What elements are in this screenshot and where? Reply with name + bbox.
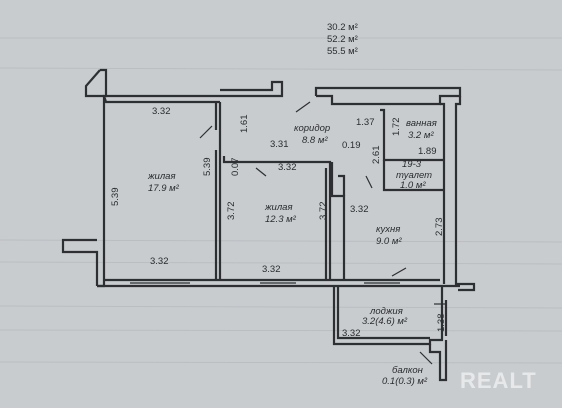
dim-label: 3.32 xyxy=(278,162,297,173)
dim-label: 3.32 xyxy=(342,328,361,339)
dim-label: 3.32 xyxy=(350,204,369,215)
dim-label: 5.39 xyxy=(202,158,213,177)
room-bathroom-name: ванная xyxy=(406,118,437,129)
total-area-1: 30.2 м² xyxy=(327,22,358,33)
total-area-2: 52.2 м² xyxy=(327,34,358,45)
room-living1-name: жилая xyxy=(147,171,176,182)
walls xyxy=(61,68,476,382)
room-corridor-area: 8.8 м² xyxy=(302,135,328,146)
room-kitchen-name: кухня xyxy=(376,224,400,235)
room-balcony-name: балкон xyxy=(392,365,424,376)
dim-label: 0.19 xyxy=(342,140,361,151)
room-living2-area: 12.3 м² xyxy=(265,214,297,225)
dim-label: 3.72 xyxy=(318,202,329,221)
room-living1-area: 17.9 м² xyxy=(148,183,180,194)
dim-label: 3.32 xyxy=(150,256,169,267)
room-toilet-area: 1.0 м² xyxy=(400,180,426,191)
dim-label: 3.31 xyxy=(270,139,289,150)
dim-label: 2.61 xyxy=(371,146,382,165)
room-loggia-name: лоджия xyxy=(369,306,403,317)
dim-label: 0.07 xyxy=(230,158,241,177)
watermark-logo: REALT xyxy=(460,368,537,393)
room-corridor-name: коридор xyxy=(294,123,330,134)
dim-label: 5.39 xyxy=(110,188,121,207)
room-toilet-name: туалет xyxy=(396,170,432,181)
dim-label: 3.32 xyxy=(152,106,171,117)
room-toilet-code: 19-3 xyxy=(402,159,422,170)
dim-label: 2.73 xyxy=(434,218,445,237)
dim-label: 3.72 xyxy=(226,202,237,221)
room-loggia-area: 3.2(4.6) м² xyxy=(362,316,408,327)
room-living2-name: жилая xyxy=(264,202,293,213)
room-bathroom-area: 3.2 м² xyxy=(408,130,434,141)
openings xyxy=(130,101,446,365)
total-area-3: 55.5 м² xyxy=(327,46,358,57)
dim-label: 1.37 xyxy=(356,117,375,128)
room-kitchen-area: 9.0 м² xyxy=(376,236,402,247)
dim-label: 1.72 xyxy=(391,118,402,137)
dim-label: 3.32 xyxy=(262,264,281,275)
dim-label: 1.89 xyxy=(418,146,437,157)
room-balcony-area: 0.1(0.3) м² xyxy=(382,376,428,387)
dim-label: 1.38 xyxy=(436,314,447,333)
dim-label: 1.61 xyxy=(239,115,250,134)
